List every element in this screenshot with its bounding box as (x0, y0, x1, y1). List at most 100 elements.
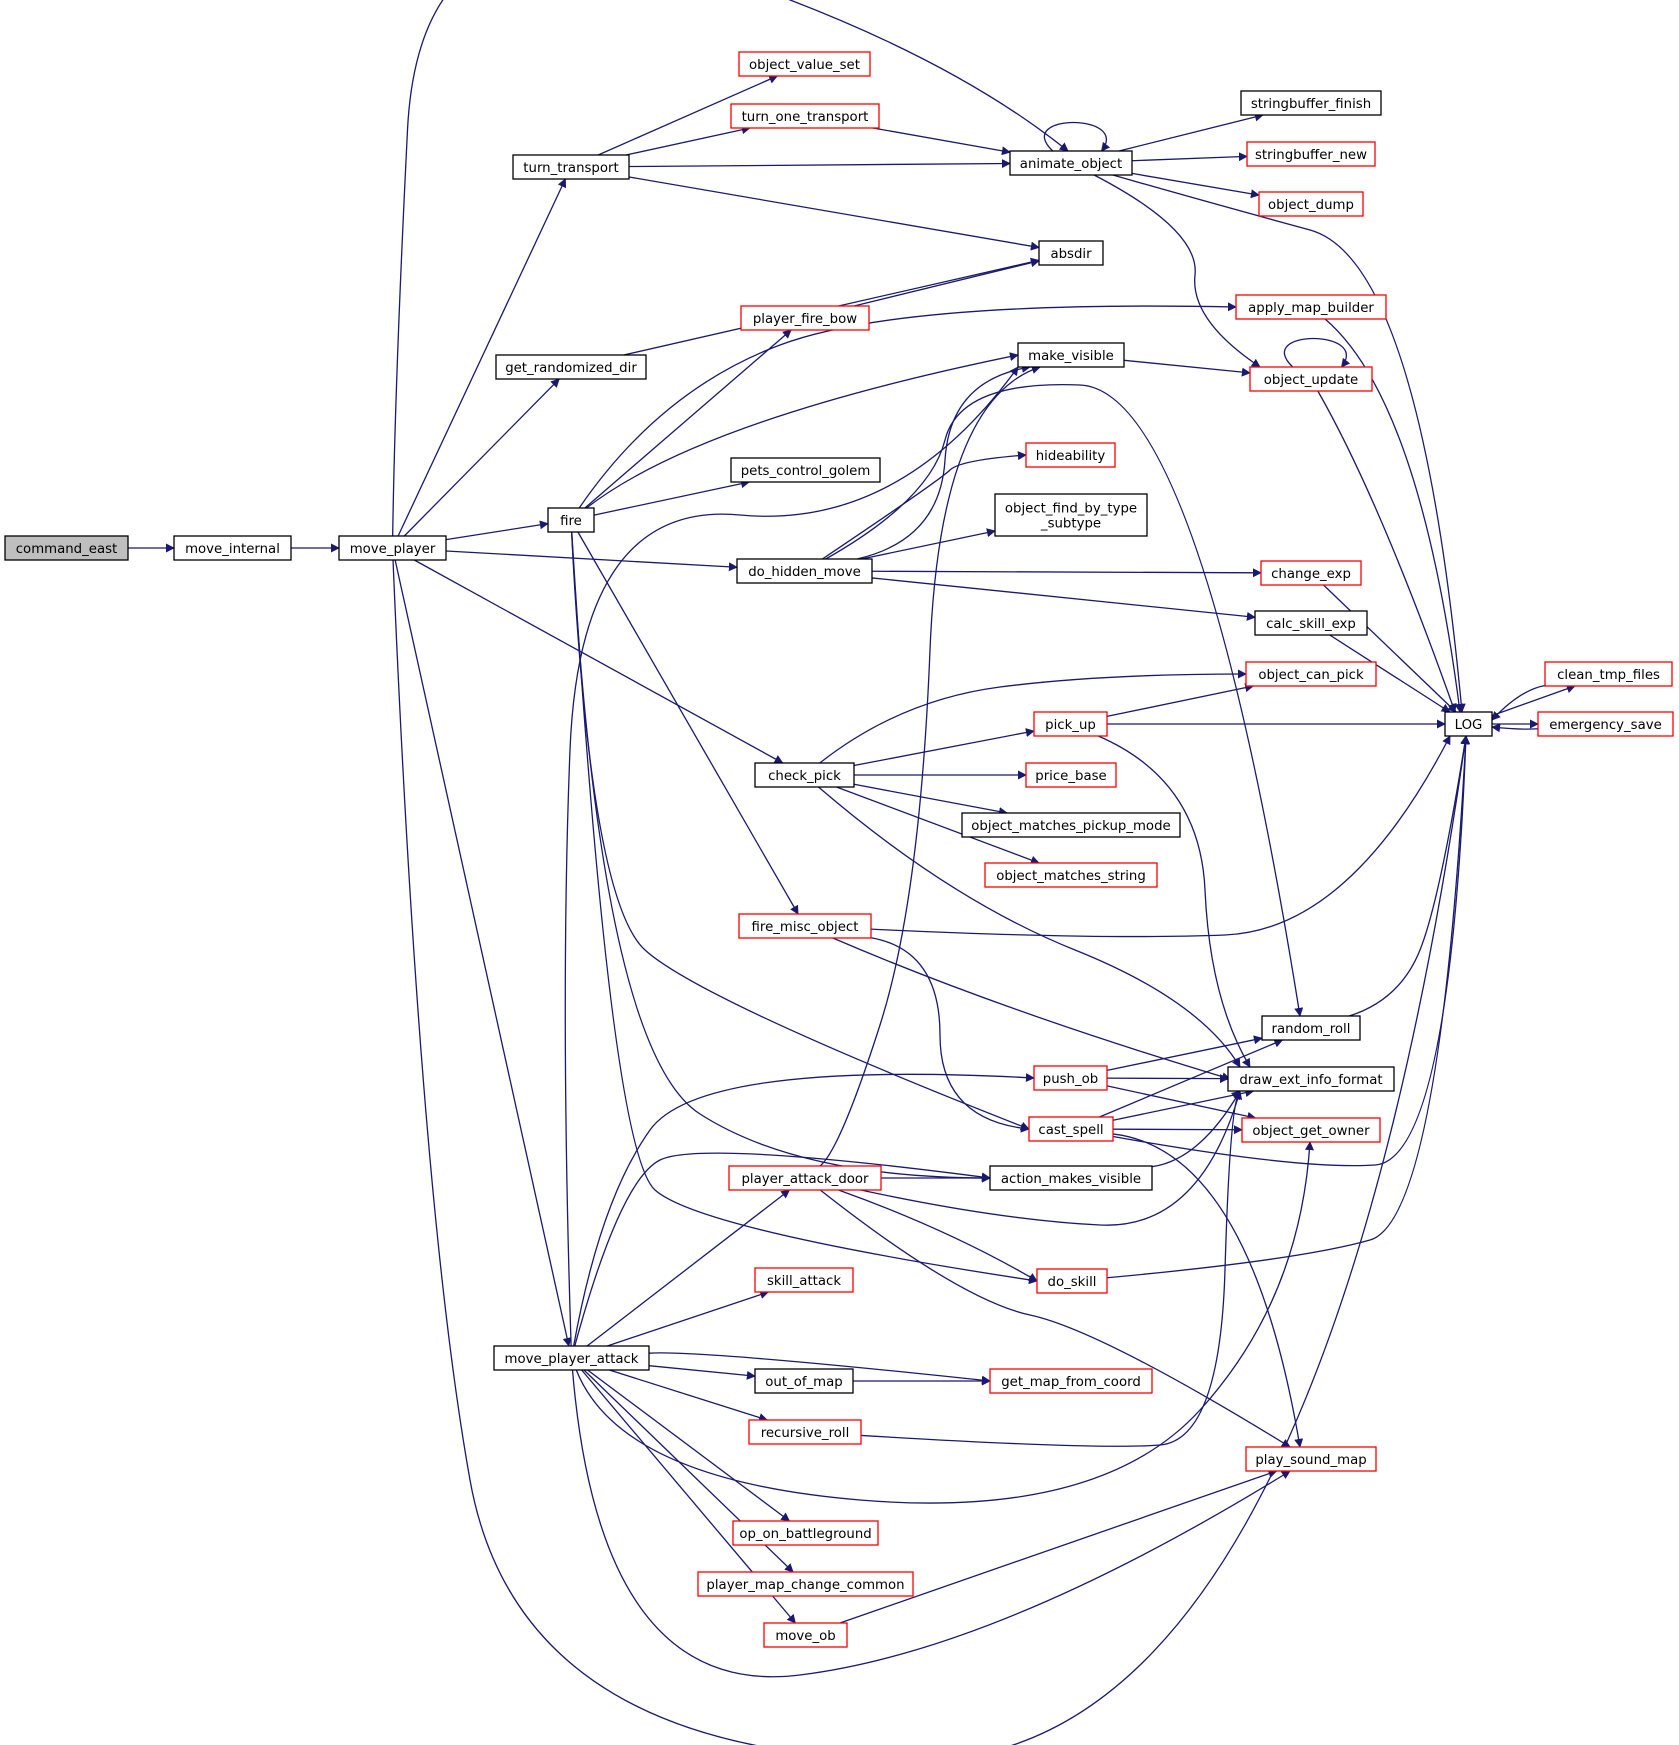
edge-move_player_attack-to-recursive_roll (609, 1369, 768, 1422)
nodes-layer: command_east move_internal move_player turn… (4, 51, 1674, 1648)
node-pets-control-golem[interactable]: pets_control_golem (730, 457, 881, 483)
node-box (1241, 1117, 1381, 1143)
node-skill-attack[interactable]: skill_attack (754, 1267, 854, 1293)
node-object-find-by-type-subtype[interactable]: object_find_by_type_subtype (994, 493, 1148, 537)
edge-push_ob-to-draw_ext_info_format (1106, 1074, 1229, 1084)
edge-fire_misc_object-to-cast_spell (870, 937, 1030, 1133)
node-label: play_sound_map (1255, 1453, 1366, 1468)
node-label: get_map_from_coord (1001, 1375, 1141, 1390)
node-label: object_matches_string (996, 869, 1146, 884)
node-hideability[interactable]: hideability (1025, 442, 1116, 468)
edge-move_player_attack-to-play_sound_map (571, 1369, 1291, 1678)
edge-move_player_attack-to-op_on_battleground (587, 1369, 791, 1522)
node-box (763, 1622, 848, 1648)
node-turn-transport[interactable]: turn_transport (512, 154, 630, 180)
edge-push_ob-to-random_roll (1106, 1035, 1263, 1072)
node-label: move_player_attack (505, 1352, 639, 1367)
node-change-exp[interactable]: change_exp (1260, 560, 1362, 586)
node-label: object_find_by_type (1005, 502, 1137, 517)
edge-random_roll-to-LOG (1348, 735, 1470, 1017)
node-object-update[interactable]: object_update (1249, 366, 1373, 392)
node-apply-map-builder[interactable]: apply_map_builder (1235, 294, 1387, 320)
node-absdir[interactable]: absdir (1038, 240, 1104, 266)
edge-turn_transport-to-object_value_set (597, 75, 779, 156)
node-player-map-change-common[interactable]: player_map_change_common (697, 1571, 914, 1597)
node-fire-misc-object[interactable]: fire_misc_object (738, 913, 872, 939)
edge-move_player_attack-to-make_visible (564, 366, 1019, 1347)
node-op-on-battleground[interactable]: op_on_battleground (732, 1520, 879, 1546)
node-do-skill[interactable]: do_skill (1036, 1268, 1108, 1294)
node-animate-object[interactable]: animate_object (1009, 150, 1133, 176)
node-object-can-pick[interactable]: object_can_pick (1245, 661, 1377, 687)
edge-fire_misc_object-to-draw_ext_info_format (832, 937, 1231, 1081)
node-recursive-roll[interactable]: recursive_roll (748, 1419, 862, 1445)
node-object-matches-pickup-mode[interactable]: object_matches_pickup_mode (961, 812, 1181, 838)
node-box (338, 535, 447, 561)
node-make-visible[interactable]: make_visible (1017, 342, 1125, 368)
edge-fire-to-apply_map_builder (578, 302, 1237, 509)
node-box (1249, 366, 1373, 392)
node-label: player_fire_bow (753, 312, 857, 327)
node-emergency-save[interactable]: emergency_save (1537, 711, 1674, 737)
node-clean-tmp-files[interactable]: clean_tmp_files (1544, 661, 1673, 687)
node-draw-ext-info-format[interactable]: draw_ext_info_format (1227, 1066, 1395, 1092)
node-fire[interactable]: fire (547, 507, 595, 533)
node-player-attack-door[interactable]: player_attack_door (728, 1165, 882, 1191)
node-label: fire (560, 514, 582, 529)
node-box (4, 535, 129, 561)
edge-turn_one_transport-to-animate_object (872, 127, 1011, 156)
node-get-map-from-coord[interactable]: get_map_from_coord (989, 1368, 1153, 1394)
node-check-pick[interactable]: check_pick (754, 762, 855, 788)
node-turn-one-transport[interactable]: turn_one_transport (730, 103, 880, 129)
node-label: check_pick (768, 769, 841, 784)
edge-player_fire_bow-to-absdir (853, 258, 1040, 307)
node-object-dump[interactable]: object_dump (1258, 191, 1364, 217)
node-label: object_update (1264, 373, 1358, 388)
node-random-roll[interactable]: random_roll (1261, 1015, 1361, 1041)
node-move-ob[interactable]: move_ob (763, 1622, 848, 1648)
node-box (512, 154, 630, 180)
node-box (1260, 560, 1362, 586)
node-object-get-owner[interactable]: object_get_owner (1241, 1117, 1381, 1143)
node-push-ob[interactable]: push_ob (1033, 1065, 1108, 1091)
node-price-base[interactable]: price_base (1025, 762, 1117, 788)
node-command-east[interactable]: command_east (4, 535, 129, 561)
node-move-player-attack[interactable]: move_player_attack (493, 1345, 650, 1371)
node-object-matches-string[interactable]: object_matches_string (984, 862, 1158, 888)
node-object-value-set[interactable]: object_value_set (738, 51, 871, 77)
node-box (754, 762, 855, 788)
node-action-makes-visible[interactable]: action_makes_visible (989, 1165, 1153, 1191)
node-label: recursive_roll (761, 1426, 850, 1441)
node-get-randomized-dir[interactable]: get_randomized_dir (495, 354, 647, 380)
node-box (732, 1520, 879, 1546)
node-label: _subtype (1040, 517, 1101, 532)
node-move-player[interactable]: move_player (338, 535, 447, 561)
node-box (730, 103, 880, 129)
node-do-hidden-move[interactable]: do_hidden_move (736, 558, 873, 584)
node-out-of-map[interactable]: out_of_map (754, 1368, 854, 1394)
node-calc-skill-exp[interactable]: calc_skill_exp (1254, 610, 1368, 636)
edge-cast_spell-to-play_sound_map (1112, 1133, 1304, 1448)
node-label: calc_skill_exp (1266, 617, 1356, 632)
node-box (736, 558, 873, 584)
node-stringbuffer-finish[interactable]: stringbuffer_finish (1240, 90, 1382, 116)
node-pick-up[interactable]: pick_up (1033, 711, 1108, 737)
edge-player_attack_door-to-make_visible (819, 365, 1041, 1167)
node-move-internal[interactable]: move_internal (173, 535, 292, 561)
node-box (754, 1368, 854, 1394)
edge-player_attack_door-to-do_skill (838, 1189, 1038, 1282)
edge-do_hidden_move-to-object_find_by_type_subtype (861, 528, 996, 560)
node-player-fire-bow[interactable]: player_fire_bow (740, 305, 870, 331)
node-LOG[interactable]: LOG (1444, 711, 1493, 737)
node-label: clean_tmp_files (1557, 668, 1660, 683)
node-cast-spell[interactable]: cast_spell (1028, 1116, 1114, 1142)
edge-move_player_attack-to-skill_attack (607, 1290, 770, 1347)
node-label: player_attack_door (741, 1172, 869, 1187)
edge-fire-to-player_fire_bow (584, 329, 792, 509)
node-play-sound-map[interactable]: play_sound_map (1245, 1446, 1377, 1472)
edge-change_exp-to-LOG (1323, 584, 1457, 713)
node-stringbuffer-new[interactable]: stringbuffer_new (1246, 141, 1376, 167)
node-label: pets_control_golem (741, 464, 871, 479)
edge-action_makes_visible-to-draw_ext_info_format (1151, 1090, 1241, 1168)
node-box (1017, 342, 1125, 368)
